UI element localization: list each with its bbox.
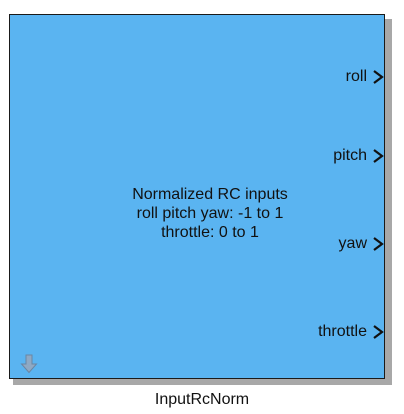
port-arrow-icon [373,237,384,251]
port-arrow-icon [373,149,384,163]
output-port-yaw[interactable]: yaw [339,234,384,254]
description-line-1: Normalized RC inputs [132,186,288,203]
subsystem-block[interactable]: Normalized RC inputs roll pitch yaw: -1 … [9,14,385,379]
port-label-roll: roll [345,68,367,85]
output-port-pitch[interactable]: pitch [333,146,384,166]
down-arrow-icon [20,354,38,374]
port-arrow-icon [373,70,384,84]
description-line-2: roll pitch yaw: -1 to 1 [136,205,284,222]
block-name[interactable]: InputRcNorm [154,391,250,408]
port-label-pitch: pitch [333,147,367,164]
block-description: Normalized RC inputs roll pitch yaw: -1 … [110,185,310,242]
port-arrow-icon [373,325,384,339]
port-label-yaw: yaw [338,235,367,252]
output-port-roll[interactable]: roll [346,67,384,87]
port-label-throttle: throttle [318,323,367,340]
description-line-3: throttle: 0 to 1 [161,224,259,241]
output-port-throttle[interactable]: throttle [318,322,384,342]
